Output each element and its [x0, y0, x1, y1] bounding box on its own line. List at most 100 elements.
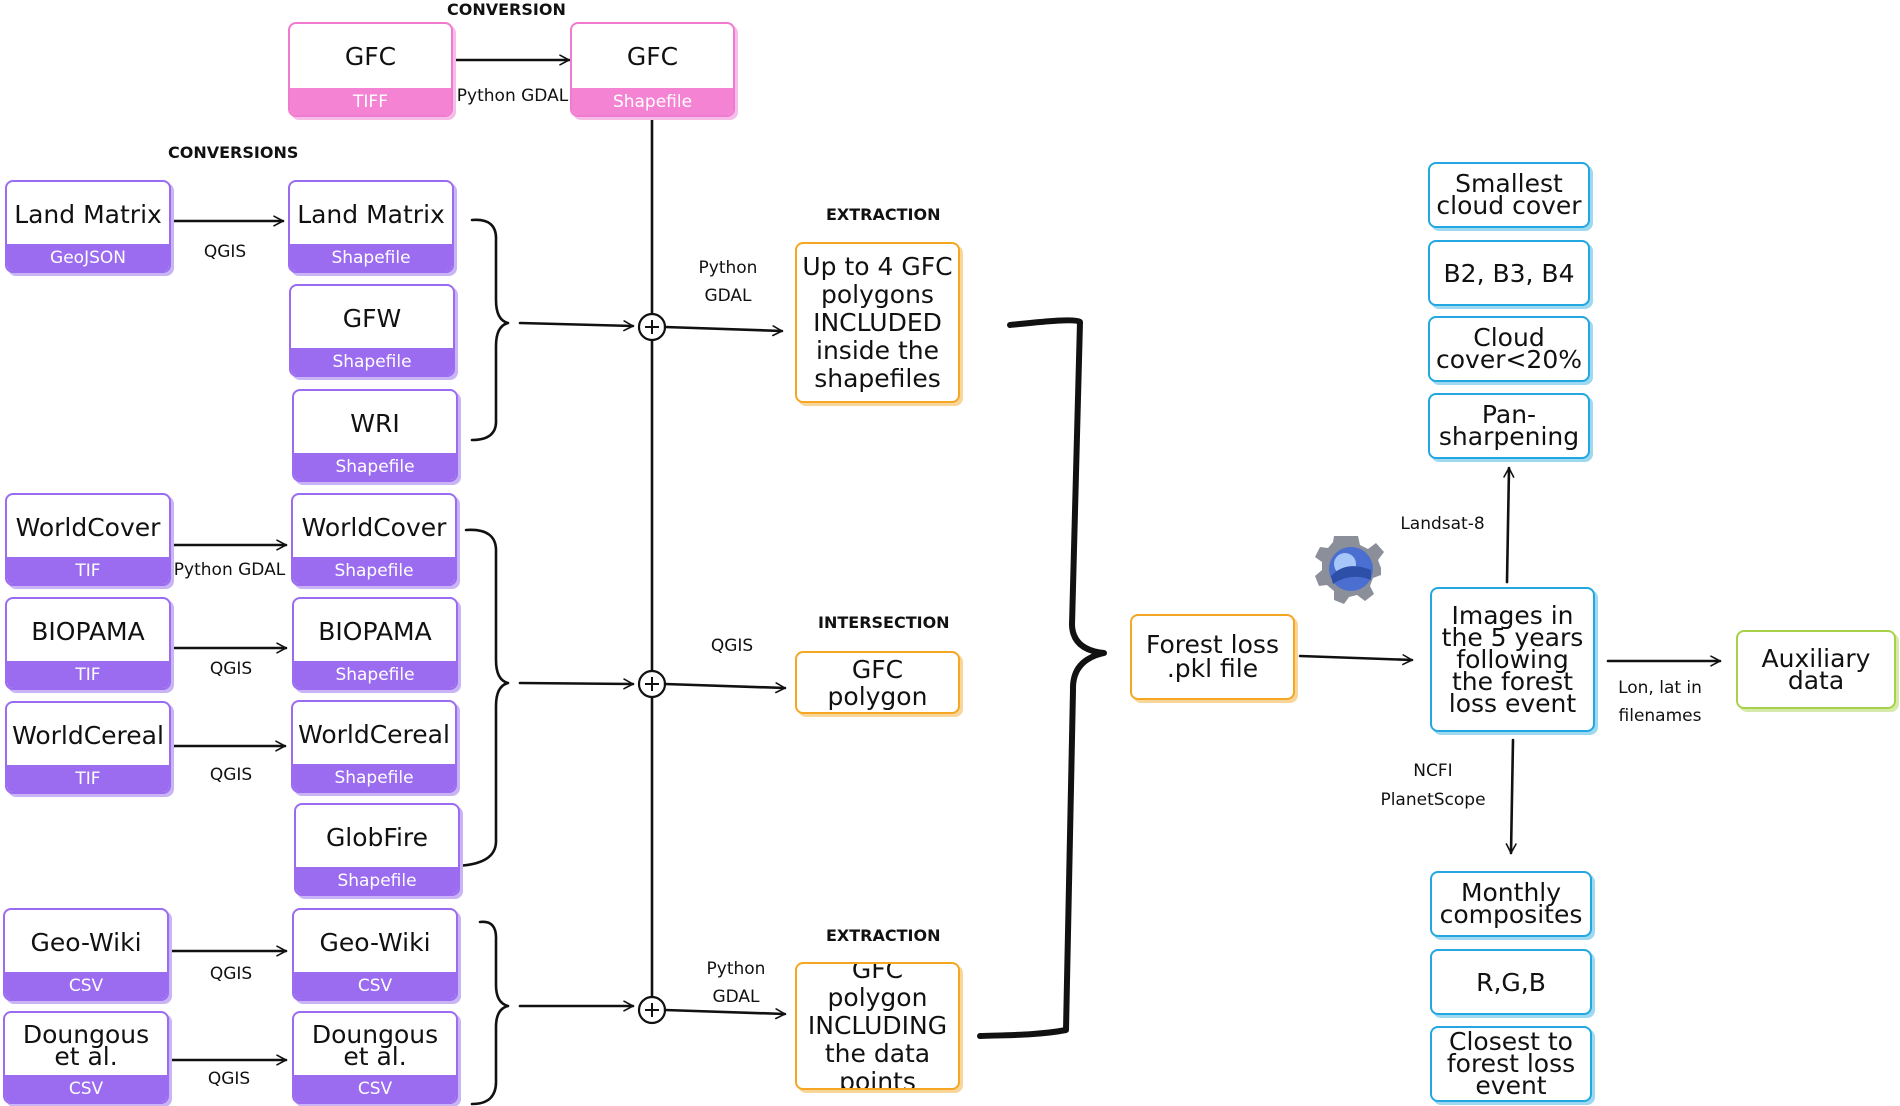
edge-label-python: Python: [698, 258, 758, 278]
planetscope-option-box: R,G,B: [1430, 949, 1592, 1015]
landsat-option-box: B2, B3, B4: [1428, 240, 1590, 306]
arrow-forestloss-images: [1298, 654, 1414, 666]
brace-group-3: [470, 920, 510, 1106]
arrow-images-landsat: [1503, 466, 1515, 584]
arrow-brace1-plus: [518, 320, 635, 332]
edge-label-filenames: filenames: [1618, 706, 1702, 726]
edge-label-planetscope: PlanetScope: [1380, 790, 1486, 810]
box-title: WRI: [350, 408, 400, 438]
heading-extraction-2: EXTRACTION: [826, 926, 941, 945]
box-title: GFC polygon: [827, 654, 928, 711]
box-title: BIOPAMA: [318, 616, 432, 646]
google-earth-engine-icon: [1315, 536, 1384, 604]
box-title: Closest to forest loss event: [1446, 1027, 1576, 1100]
box-format: TIF: [7, 765, 169, 792]
box-title: Up to 4 GFC polygons INCLUDED inside the…: [802, 251, 953, 393]
edge-label-lonlat: Lon, lat in: [1618, 678, 1702, 698]
box-format: Shapefile: [294, 453, 456, 480]
box-title: Smallest cloud cover: [1436, 169, 1582, 220]
edge-label-landsat: Landsat-8: [1400, 514, 1485, 534]
brace-group-1: [470, 218, 510, 442]
brace-group-2: [452, 528, 510, 868]
planetscope-option-box: Monthly composites: [1430, 871, 1592, 937]
box-format: Shapefile: [296, 867, 458, 894]
landsat-option-box: Cloud cover<20%: [1428, 316, 1590, 382]
worldcover-shapefile-box: WorldCover Shapefile: [291, 493, 457, 586]
intersection-box: GFC polygon: [795, 651, 960, 714]
edge-label-qgis: QGIS: [209, 765, 253, 785]
box-title: WorldCereal: [12, 720, 164, 750]
edge-label-qgis: QGIS: [710, 636, 754, 656]
box-format: Shapefile: [290, 244, 452, 271]
doungous-csv-box: Doungous et al. CSV: [292, 1011, 458, 1104]
gfw-shapefile-box: GFW Shapefile: [289, 284, 455, 377]
landmatrix-shapefile-box: Land Matrix Shapefile: [288, 180, 454, 273]
box-title: GlobFire: [325, 822, 429, 852]
box-format: CSV: [294, 972, 456, 999]
box-title: Geo-Wiki: [319, 927, 431, 957]
worldcereal-source-box: WorldCereal TIF: [5, 701, 171, 794]
box-title: Auxiliary data: [1761, 643, 1871, 695]
box-format: CSV: [5, 972, 167, 999]
worldcover-source-box: WorldCover TIF: [5, 493, 171, 586]
extraction-included-box: Up to 4 GFC polygons INCLUDED inside the…: [795, 242, 960, 403]
biopama-shapefile-box: BIOPAMA Shapefile: [292, 597, 458, 690]
plus-circle-icon: [637, 312, 667, 342]
box-title: R,G,B: [1476, 967, 1546, 997]
box-title: Forest loss .pkl file: [1146, 630, 1279, 683]
box-title: GFC polygon INCLUDING the data points: [807, 962, 948, 1090]
heading-extraction-1: EXTRACTION: [826, 205, 941, 224]
biopama-source-box: BIOPAMA TIF: [5, 597, 171, 690]
box-title: BIOPAMA: [31, 616, 145, 646]
large-bracket: [977, 317, 1107, 1039]
planetscope-option-box: Closest to forest loss event: [1430, 1026, 1592, 1102]
doungous-source-box: Doungous et al. CSV: [3, 1011, 169, 1104]
edge-label-python-gdal: Python GDAL: [173, 560, 286, 580]
box-title: Geo-Wiki: [30, 927, 142, 957]
box-format: Shapefile: [293, 764, 455, 791]
heading-intersection: INTERSECTION: [818, 613, 950, 632]
plus-circle-icon: [637, 669, 667, 699]
arrow-plus2-intersection: [663, 682, 787, 694]
box-title: GFC: [626, 41, 679, 71]
geowiki-csv-box: Geo-Wiki CSV: [292, 908, 458, 1001]
box-title: Land Matrix: [14, 199, 162, 229]
box-title: Monthly composites: [1439, 878, 1583, 929]
box-title: Doungous et al.: [22, 1020, 150, 1071]
arrow-plus3-extraction: [663, 1008, 787, 1020]
box-title: WorldCover: [15, 512, 161, 542]
edge-label-qgis: QGIS: [207, 1069, 251, 1089]
heading-conversion: CONVERSION: [447, 0, 566, 19]
plus-circle-icon: [637, 995, 667, 1025]
globfire-shapefile-box: GlobFire Shapefile: [294, 803, 460, 896]
box-format: Shapefile: [293, 557, 455, 584]
landsat-option-box: Pan-sharpening: [1428, 393, 1590, 459]
box-format: TIFF: [290, 88, 451, 115]
box-title: Land Matrix: [297, 199, 445, 229]
edge-label-qgis: QGIS: [209, 964, 253, 984]
edge-label-gdal: GDAL: [712, 987, 760, 1007]
arrow-brace2-plus: [518, 678, 635, 690]
forest-loss-box: Forest loss .pkl file: [1130, 614, 1295, 700]
images-box: Images in the 5 years following the fore…: [1430, 587, 1595, 732]
box-format: TIF: [7, 557, 169, 584]
landsat-option-box: Smallest cloud cover: [1428, 162, 1590, 228]
edge-label-qgis: QGIS: [203, 242, 247, 262]
box-format: TIF: [7, 661, 169, 688]
box-format: GeoJSON: [7, 244, 169, 271]
box-title: Doungous et al.: [311, 1020, 439, 1071]
box-format: Shapefile: [294, 661, 456, 688]
box-title: Pan-sharpening: [1438, 400, 1580, 451]
worldcereal-shapefile-box: WorldCereal Shapefile: [291, 700, 457, 793]
box-title: WorldCereal: [298, 719, 450, 749]
heading-conversions: CONVERSIONS: [168, 143, 299, 162]
wri-shapefile-box: WRI Shapefile: [292, 389, 458, 482]
box-title: Cloud cover<20%: [1435, 323, 1582, 374]
box-title: WorldCover: [301, 512, 447, 542]
gfc-shapefile-box: GFC Shapefile: [570, 22, 735, 117]
geowiki-source-box: Geo-Wiki CSV: [3, 908, 169, 1001]
box-title: B2, B3, B4: [1443, 258, 1575, 288]
box-title: GFC: [344, 41, 397, 71]
box-format: Shapefile: [291, 348, 453, 375]
